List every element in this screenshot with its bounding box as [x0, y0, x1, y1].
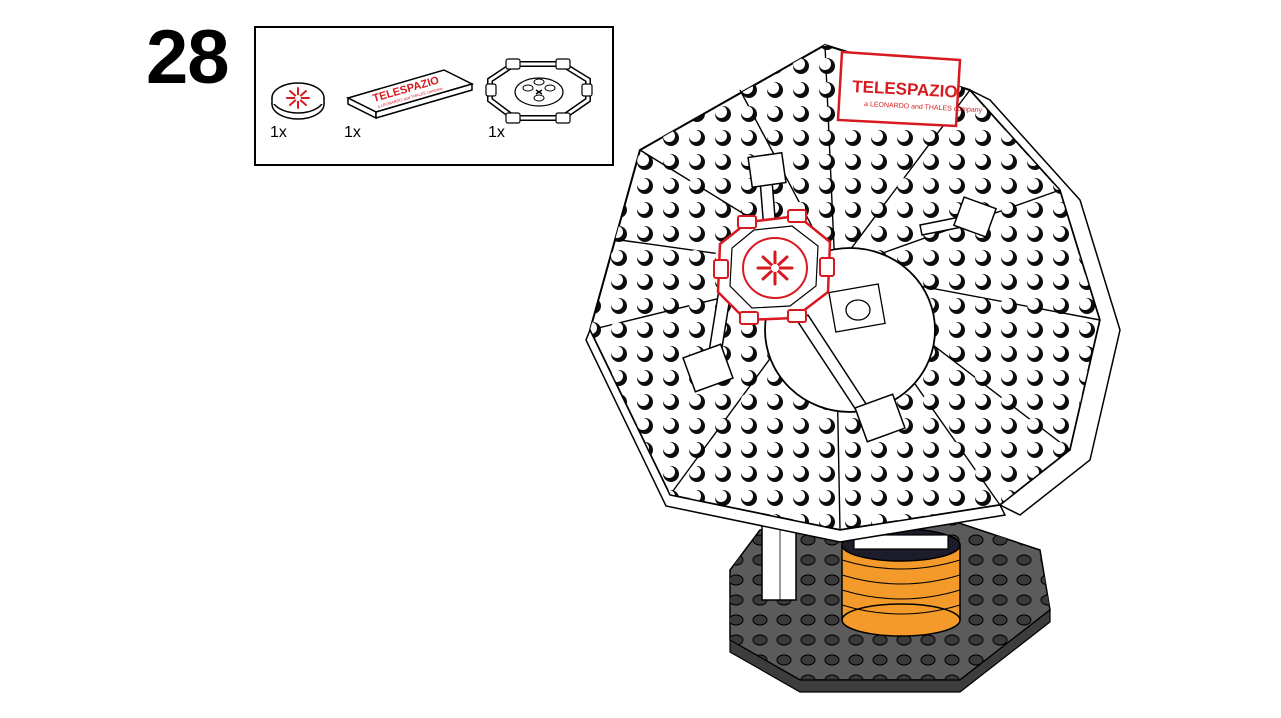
support-pillar [761, 519, 797, 601]
part-octagonal-frame [484, 56, 594, 128]
printed-tile-highlight: TELESPAZIO a LEONARDO and THALES company [836, 50, 983, 128]
part-printed-tile: TELESPAZIO a LEONARDO and THALES company [344, 50, 476, 120]
part-quantity: 1x [488, 124, 505, 141]
parts-list-box: 1x TELESPAZIO a LEONARDO and THALES comp… [254, 26, 614, 166]
orange-turntable [841, 528, 961, 637]
printed-tile-icon: TELESPAZIO a LEONARDO and THALES company [345, 69, 475, 120]
part-quantity: 1x [270, 124, 287, 141]
octagonal-frame-icon [485, 58, 593, 124]
satellite-dish-model: TELESPAZIO a LEONARDO and THALES company [585, 43, 1121, 693]
feed-struts [682, 151, 998, 443]
part-round-tile [268, 74, 328, 124]
part-quantity: 1x [344, 124, 361, 141]
model-illustration: TELESPAZIO a LEONARDO and THALES company [580, 30, 1140, 700]
step-number: 28 [146, 15, 230, 100]
feed-assembly-highlight [713, 209, 835, 325]
round-tile-logo-icon [271, 82, 325, 120]
